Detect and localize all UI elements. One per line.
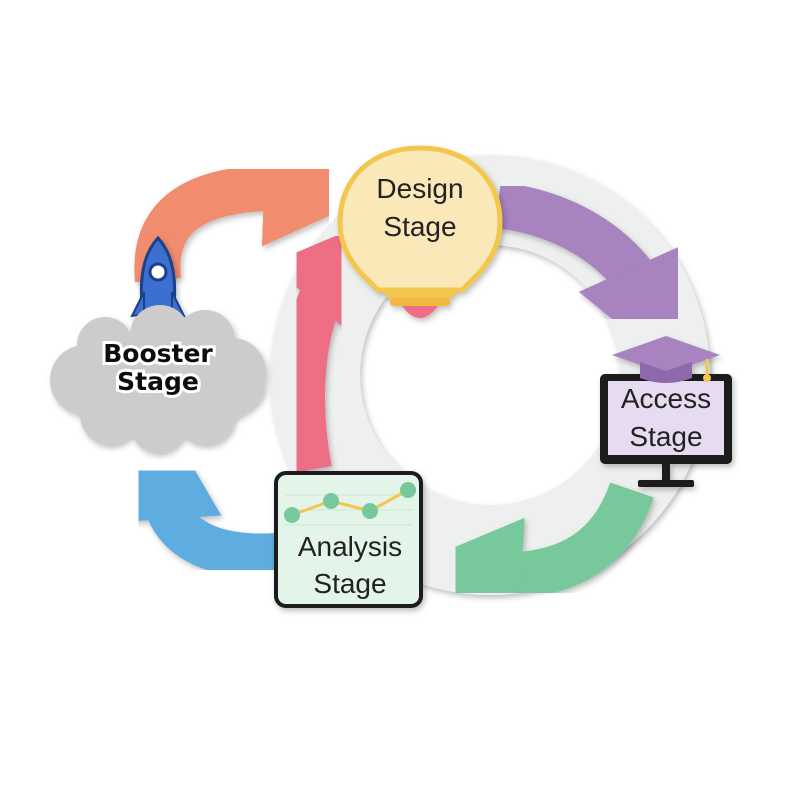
cloud-icon [50, 305, 266, 453]
access-stage: Access Stage [600, 336, 732, 487]
line-chart-icon [284, 482, 416, 526]
booster-stage: Booster Stage [50, 235, 266, 453]
arrow-booster-to-design [134, 126, 384, 283]
analysis-stage: Analysis Stage [274, 471, 423, 608]
design-stage: Design Stage [337, 145, 503, 318]
arrow-analysis-to-design [269, 214, 388, 475]
booster-stage-line2: Stage [117, 367, 199, 396]
arrow-analysis-to-booster [107, 405, 280, 578]
arrow-design-to-access [494, 182, 688, 377]
design-stage-line1: Design [376, 173, 463, 204]
access-stage-line1: Access [621, 383, 711, 414]
design-stage-line2: Stage [383, 211, 456, 242]
analysis-stage-line1: Analysis [298, 531, 402, 562]
booster-stage-line1: Booster [103, 339, 213, 368]
access-stage-line2: Stage [629, 421, 702, 452]
monitor-icon [600, 374, 732, 487]
lightbulb-icon [337, 145, 503, 318]
graduation-cap-icon [612, 336, 720, 383]
analysis-stage-line2: Stage [313, 568, 386, 599]
arrow-access-to-analysis [401, 481, 654, 638]
